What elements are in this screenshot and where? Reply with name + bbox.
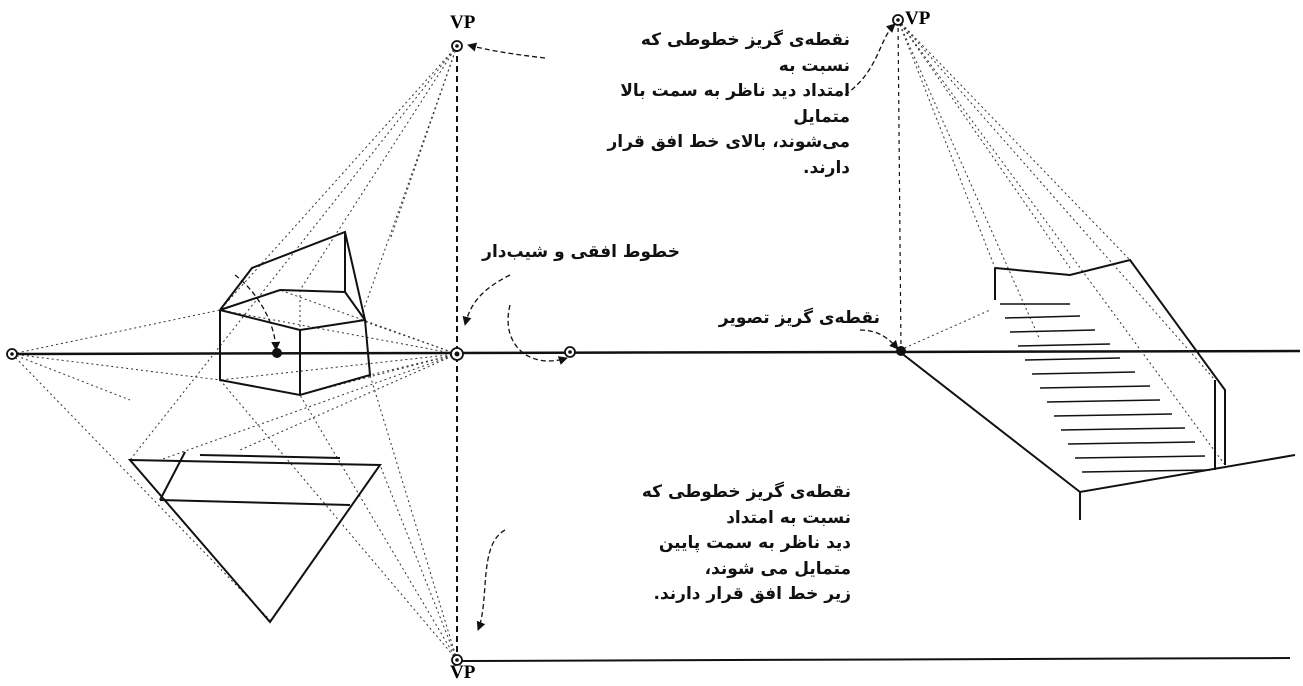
vp-top-label: VP bbox=[450, 12, 476, 33]
picture-vp-annotation: نقطه‌ی گریز تصویر bbox=[718, 308, 880, 328]
horizon-line bbox=[11, 349, 1301, 356]
vp-left-dot bbox=[10, 352, 14, 356]
upward-vp-annotation: نقطه‌ی گریز خطوطی که نسبت به امتداد دید … bbox=[607, 30, 851, 178]
annotation-arrows bbox=[234, 23, 899, 631]
vp-right-top-dot bbox=[896, 18, 900, 22]
staircase-sketch bbox=[899, 258, 1296, 520]
vp-picture-dot bbox=[896, 346, 906, 356]
right-vertical-dashed-line bbox=[897, 19, 902, 351]
vp-top-dot bbox=[455, 44, 459, 48]
vp-central-dot bbox=[454, 351, 460, 357]
house-sketch bbox=[219, 230, 372, 397]
stair-construction-lines bbox=[897, 19, 1226, 466]
downward-vp-annotation: نقطه‌ی گریز خطوطی که نسبت به امتداد دید … bbox=[641, 482, 851, 604]
vp-right-label: VP bbox=[905, 8, 931, 29]
vp-bottom-dot bbox=[455, 658, 459, 662]
sloped-lines-annotation: خطوط افقی و شیب‌دار bbox=[482, 242, 680, 262]
vp-mid-dot bbox=[568, 350, 572, 354]
lower-plane-sketch bbox=[127, 451, 382, 624]
bottom-ground-line bbox=[461, 657, 1291, 662]
stair-steps bbox=[1000, 303, 1211, 473]
house-center-dot bbox=[272, 348, 282, 358]
vp-bottom-label: VP bbox=[450, 662, 476, 683]
